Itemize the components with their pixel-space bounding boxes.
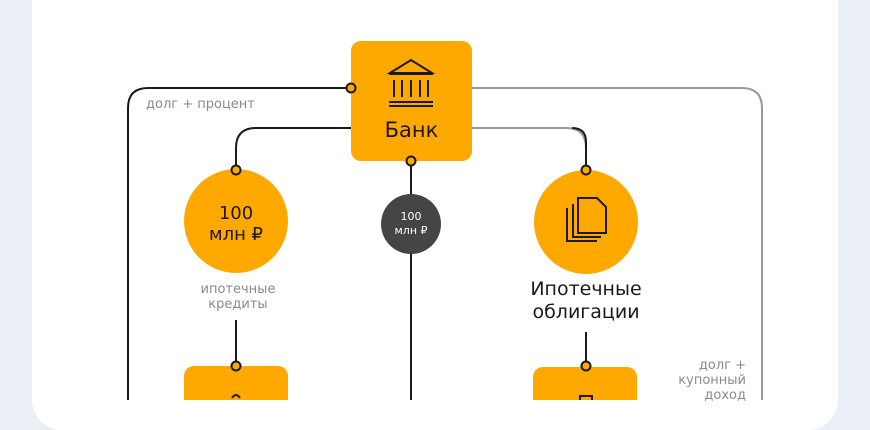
documents-stack-icon [566,197,607,242]
bank-label: Банк [384,118,439,142]
loan-amount: 100 млн ₽ [184,203,288,245]
mortgage-loans-line1: ипотечные [200,282,276,297]
investors-node [533,367,637,400]
connection-dots [230,82,592,372]
cash-amount: 100 млн ₽ [381,210,441,238]
connector-bank-bonds [472,127,587,170]
right-flow-line2: купонный [678,373,746,388]
cash-node [381,194,441,254]
loan-amount-unit: млн ₽ [208,224,264,245]
left-flow-label: долг + процент [146,97,255,112]
loans-node [184,169,288,273]
borrowers-node [184,366,288,400]
connector-bank-left-loop [127,87,351,400]
right-flow-line3: доход [704,388,746,403]
mortgage-bonds-label: Ипотечные облигации [490,278,682,332]
cash-amount-value: 100 [400,210,422,223]
mortgage-bonds-line2: облигации [532,301,640,323]
mortgage-loans-line2: кредиты [208,297,268,312]
connector-bank-loans [235,127,351,170]
bank-building-icon [386,58,436,107]
mortgage-bonds-line1: Ипотечные [530,278,642,300]
cash-amount-unit: млн ₽ [394,224,428,237]
right-flow-line1: долг + [698,358,746,373]
right-flow-label: долг + купонный доход [640,358,746,403]
connector-bank-right-loop [472,87,763,400]
mortgage-loans-label: ипотечные кредиты [150,280,326,320]
loan-amount-value: 100 [218,203,254,224]
bonds-node [534,170,638,274]
diagram-connectors [127,41,763,400]
